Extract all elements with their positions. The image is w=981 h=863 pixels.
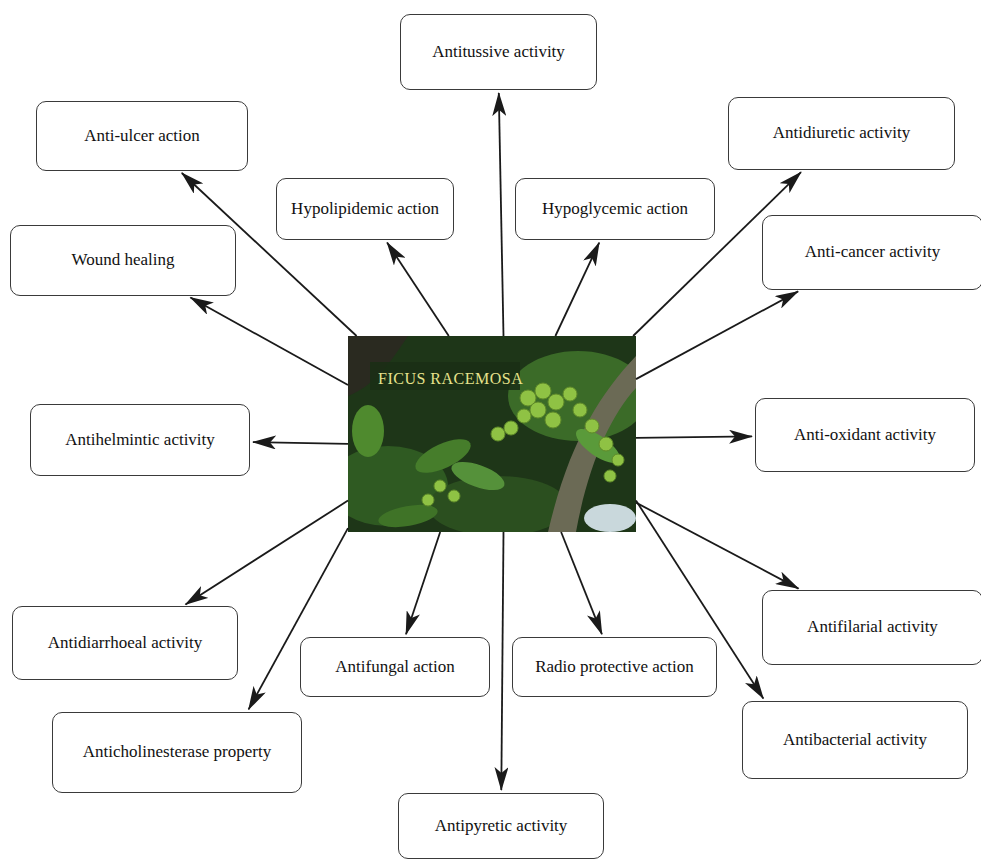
activity-box: Anti-oxidant activity bbox=[755, 398, 975, 472]
activity-box: Anti-ulcer action bbox=[36, 101, 248, 171]
activity-label: Wound healing bbox=[72, 250, 175, 270]
activity-box: Antidiuretic activity bbox=[728, 97, 955, 170]
activity-box: Antifungal action bbox=[300, 637, 490, 697]
plant-photo bbox=[348, 336, 636, 532]
activity-label: Anti-ulcer action bbox=[84, 126, 200, 146]
activity-box: Antibacterial activity bbox=[742, 701, 968, 779]
activity-box: Anti-cancer activity bbox=[762, 215, 981, 290]
activity-label: Antitussive activity bbox=[432, 42, 565, 62]
plant-name: FICUS RACEMOSA bbox=[378, 370, 523, 387]
activity-label: Antipyretic activity bbox=[435, 816, 568, 836]
arrow-connector bbox=[636, 291, 798, 379]
activity-box: Antidiarrhoeal activity bbox=[12, 606, 238, 680]
activity-label: Antihelmintic activity bbox=[65, 430, 215, 450]
activity-label: Hypolipidemic action bbox=[291, 199, 439, 219]
activity-box: Wound healing bbox=[10, 225, 236, 296]
activity-box: Anticholinesterase property bbox=[52, 712, 302, 793]
arrow-connector bbox=[253, 442, 348, 444]
activity-box: Antitussive activity bbox=[400, 14, 597, 90]
activity-box: Hypoglycemic action bbox=[515, 178, 715, 240]
activity-label: Antibacterial activity bbox=[783, 730, 927, 750]
activity-label: Radio protective action bbox=[535, 657, 694, 677]
activity-label: Antidiarrhoeal activity bbox=[48, 633, 202, 653]
arrow-connector bbox=[387, 243, 449, 337]
activity-box: Antihelmintic activity bbox=[30, 404, 250, 476]
arrow-connector bbox=[555, 243, 599, 336]
arrow-connector bbox=[406, 532, 440, 634]
activity-label: Hypoglycemic action bbox=[542, 199, 688, 219]
arrow-connector bbox=[501, 532, 503, 790]
activity-label: Antifungal action bbox=[335, 657, 454, 677]
activity-label: Anticholinesterase property bbox=[83, 742, 271, 762]
activity-label: Antidiuretic activity bbox=[773, 123, 910, 143]
arrow-connector bbox=[190, 298, 348, 386]
activity-label: Anti-oxidant activity bbox=[794, 425, 936, 445]
arrow-connector bbox=[186, 501, 349, 605]
activity-label: Antifilarial activity bbox=[807, 617, 938, 637]
activity-box: Antipyretic activity bbox=[398, 793, 604, 859]
activity-box: Radio protective action bbox=[512, 637, 717, 697]
plant-photo-node: FICUS RACEMOSA bbox=[348, 336, 636, 532]
arrow-connector bbox=[636, 436, 752, 438]
activity-label: Anti-cancer activity bbox=[805, 242, 940, 262]
arrow-connector bbox=[561, 532, 602, 634]
arrow-connector bbox=[499, 93, 504, 336]
activity-box: Hypolipidemic action bbox=[276, 178, 454, 240]
activity-box: Antifilarial activity bbox=[762, 590, 981, 665]
arrow-connector bbox=[636, 503, 799, 589]
